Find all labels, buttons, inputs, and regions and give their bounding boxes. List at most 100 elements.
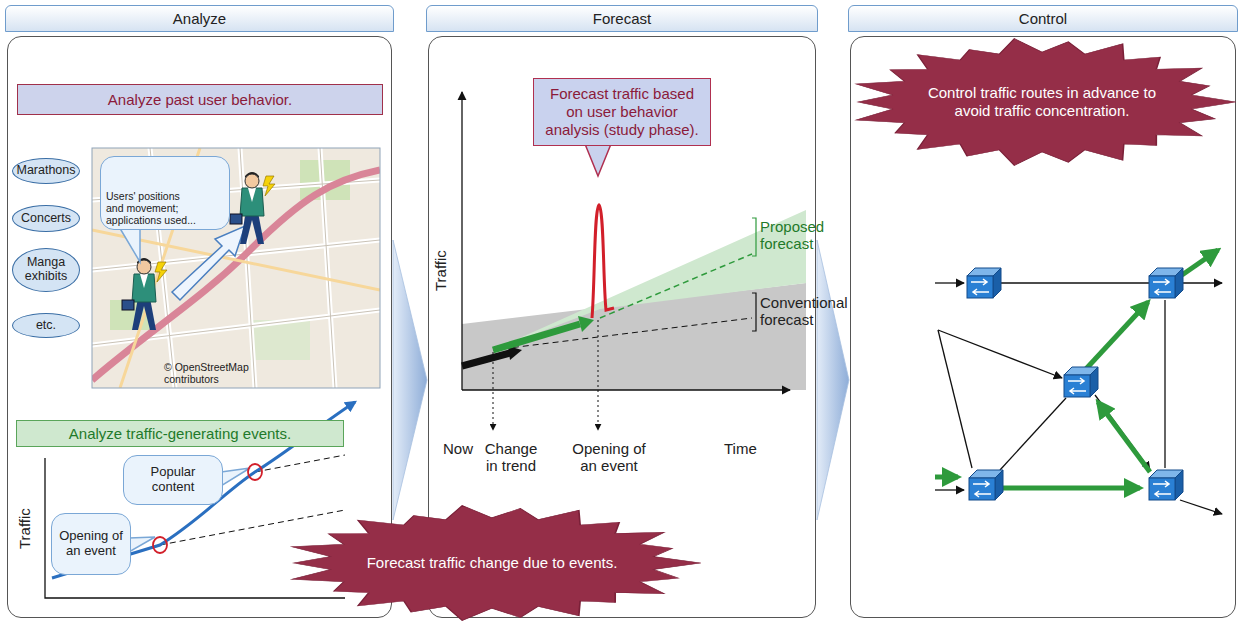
text-holder: Popular content xyxy=(124,456,222,504)
chart-label: Opening of an event xyxy=(566,440,652,475)
chart-label: Conventional forecast xyxy=(760,294,814,329)
network-switches xyxy=(967,268,1183,500)
node-text: etc. xyxy=(36,319,56,333)
event-oval: Manga exhibits xyxy=(12,248,80,292)
panel: ControlControl traffic routes in advance… xyxy=(850,5,1236,618)
drawing-part xyxy=(935,282,964,283)
drawing-part xyxy=(118,225,140,262)
person-icon xyxy=(230,172,275,244)
chart-label: Time xyxy=(724,440,774,457)
chart-label: Change in trend xyxy=(480,440,542,475)
drawing-part xyxy=(92,148,380,388)
drawing-part xyxy=(973,481,991,497)
switch-icon xyxy=(1149,268,1183,298)
starburst-outline xyxy=(291,506,701,621)
node-text: Control xyxy=(1019,10,1067,27)
drawing-part xyxy=(967,276,993,298)
drawing-part xyxy=(592,205,614,318)
node-text: Users' positions and movement; applicati… xyxy=(106,190,196,226)
drawing-part xyxy=(493,324,580,350)
drawing-part xyxy=(263,176,275,196)
drawing-part xyxy=(995,470,1003,500)
node-text: Forecast traffic change due to events. xyxy=(367,554,618,572)
drawing-part xyxy=(92,170,380,380)
node-text: Opening of an event xyxy=(57,529,125,559)
drawing-part xyxy=(245,174,259,188)
node-text: Marathons xyxy=(16,164,75,178)
drawing-part xyxy=(137,260,151,274)
drawing-part xyxy=(493,318,752,350)
text-holder: Concerts xyxy=(13,206,79,231)
drawing-part xyxy=(140,274,148,288)
drawing-part xyxy=(969,478,995,500)
drawing-part xyxy=(92,148,380,388)
drawing-part xyxy=(1175,268,1183,298)
node-text: Forecast traffic based on user behavior … xyxy=(540,85,704,139)
text-holder: Users' positions and movement; applicati… xyxy=(101,157,229,229)
panel: AnalyzeAnalyze past user behavior. Marath… xyxy=(7,5,392,618)
drawing-part xyxy=(938,330,1062,378)
node-text: Analyze xyxy=(173,10,226,27)
text-holder: etc. xyxy=(13,314,79,337)
drawing-part xyxy=(1064,375,1090,397)
network-links xyxy=(935,250,1222,514)
map-frame xyxy=(92,148,380,388)
drawing-part xyxy=(1182,250,1218,275)
drawing-part xyxy=(462,353,510,366)
node-text: Analyze traffic-generating events. xyxy=(69,425,291,442)
drawing-part xyxy=(1153,279,1171,295)
event-oval: etc. xyxy=(12,313,80,338)
drawing-part xyxy=(1090,367,1098,397)
drawing-part xyxy=(1002,486,1140,491)
drawing-part xyxy=(132,274,156,302)
speech-bubble: Popular content xyxy=(123,455,223,505)
drawing-part xyxy=(1153,481,1171,497)
drawing-part xyxy=(122,300,134,310)
drawing-part xyxy=(578,316,594,332)
node-text: Analyze past user behavior. xyxy=(108,91,292,108)
text-holder: Opening of an event xyxy=(52,514,130,574)
node-text: Control traffic routes in advance to avo… xyxy=(926,84,1159,120)
drawing-part xyxy=(462,389,790,390)
drawing-part xyxy=(1164,300,1165,468)
drawing-part xyxy=(461,92,462,390)
heading-box: Analyze past user behavior. xyxy=(17,84,383,115)
drawing-part xyxy=(752,218,756,256)
panel-tab: Forecast xyxy=(426,5,818,32)
panel-tab: Control xyxy=(848,5,1238,32)
text-holder: Analyze traffic-generating events. xyxy=(17,421,343,446)
drawing-part xyxy=(248,464,262,480)
starburst-outline xyxy=(856,39,1236,166)
starburst: Forecast traffic change due to events. xyxy=(283,505,701,621)
drawing-part xyxy=(92,148,380,388)
text-holder: Control traffic routes in advance to avo… xyxy=(848,38,1236,166)
drawing-part xyxy=(993,268,1001,298)
node-text: Popular content xyxy=(129,465,217,495)
drawing-part xyxy=(1000,282,1222,283)
drawing-part xyxy=(1149,276,1175,298)
event-oval: Concerts xyxy=(12,205,80,232)
node-text: Manga exhibits xyxy=(13,256,79,284)
drawing-part xyxy=(971,279,989,295)
drawing-part xyxy=(132,298,156,330)
drawing-part xyxy=(1180,500,1222,514)
drawing-part xyxy=(230,214,242,224)
event-oval: Marathons xyxy=(12,158,80,184)
speech-bubble: Opening of an event xyxy=(51,513,131,575)
switch-icon xyxy=(969,470,1003,500)
node-text: Forecast xyxy=(593,10,651,27)
drawing-part xyxy=(240,188,264,216)
speech-bubble: Users' positions and movement; applicati… xyxy=(100,156,230,230)
drawing-part xyxy=(160,510,345,545)
drawing-part xyxy=(1149,478,1175,500)
drawing-part xyxy=(1000,398,1066,470)
node-text: Concerts xyxy=(21,212,71,226)
drawing-part xyxy=(585,144,611,176)
axis-label: Traffic xyxy=(16,508,33,549)
person-icon xyxy=(122,258,167,330)
text-holder: Manga exhibits xyxy=(13,249,79,291)
drawing-part xyxy=(598,320,599,430)
drawing-part xyxy=(245,172,259,178)
